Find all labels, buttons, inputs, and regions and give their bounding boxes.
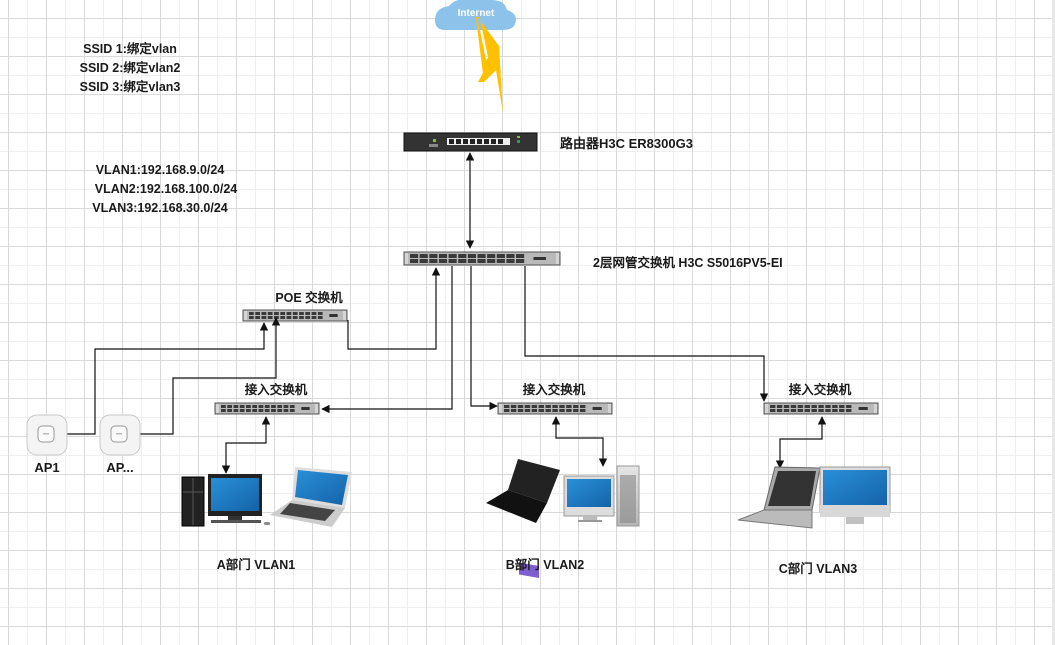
link-core-access-b — [470, 266, 498, 411]
ssid-note-1: SSID 1:绑定vlan — [83, 42, 177, 56]
ap2-device[interactable] — [99, 414, 141, 456]
core-switch-label: 2层网管交换机 H3C S5016PV5-EI — [593, 256, 783, 270]
access-switch-c-device[interactable] — [763, 402, 879, 415]
ap1-device[interactable] — [26, 414, 68, 456]
vlan-note-3: VLAN3:192.168.30.0/24 — [92, 201, 228, 215]
desktop-tower-icon — [181, 476, 205, 527]
internet-cloud[interactable]: Internet — [435, 0, 516, 30]
router-label: 路由器H3C ER8300G3 — [560, 136, 693, 151]
imac-icon — [819, 466, 891, 524]
vlan-note-1: VLAN1:192.168.9.0/24 — [95, 163, 225, 177]
vlan-note-2: VLAN2:192.168.100.0/24 — [94, 182, 238, 196]
ssid-note-3: SSID 3:绑定vlan3 — [79, 80, 181, 94]
ap1-label: AP1 — [34, 460, 60, 475]
cloud-icon — [435, 0, 516, 30]
laptop-icon — [270, 467, 352, 527]
access-switch-a-label: 接入交换机 — [244, 383, 308, 397]
laptop-icon — [737, 466, 821, 529]
link-core-access-a — [321, 266, 453, 414]
laptop-icon — [486, 459, 560, 579]
internet-label: Internet — [458, 8, 495, 19]
access-switch-b-label: 接入交换机 — [522, 383, 586, 397]
access-switch-a-device[interactable] — [214, 402, 320, 415]
dept-a-label: A部门 VLAN1 — [216, 558, 296, 572]
canvas-edge — [1052, 0, 1055, 645]
link-access-a-dept-a — [221, 416, 271, 474]
link-ap2-poe — [140, 317, 281, 435]
router-device[interactable] — [403, 132, 538, 152]
ap2-label: AP... — [106, 460, 134, 475]
access-switch-b-device[interactable] — [497, 402, 613, 415]
mac-pro-icon — [616, 465, 640, 527]
link-poe-core — [347, 267, 441, 350]
dept-c-label: C部门 VLAN3 — [778, 562, 858, 576]
dept-b-label: B部门 VLAN2 — [505, 558, 585, 572]
imac-icon — [563, 475, 615, 522]
dept-c-devices[interactable] — [737, 466, 891, 529]
poe-switch-device[interactable] — [242, 309, 348, 322]
core-switch-device[interactable] — [403, 251, 561, 266]
poe-switch-label: POE 交换机 — [275, 291, 343, 305]
ssid-note-2: SSID 2:绑定vlan2 — [79, 61, 181, 75]
link-access-b-dept-b — [551, 416, 608, 467]
link-ap1-poe — [67, 322, 269, 435]
access-switch-c-label: 接入交换机 — [788, 383, 852, 397]
dept-b-devices[interactable] — [486, 459, 640, 579]
link-access-c-dept-c — [775, 416, 827, 469]
monitor-icon — [208, 474, 270, 525]
link-core-access-c — [524, 266, 769, 402]
dept-a-devices[interactable] — [181, 467, 352, 527]
